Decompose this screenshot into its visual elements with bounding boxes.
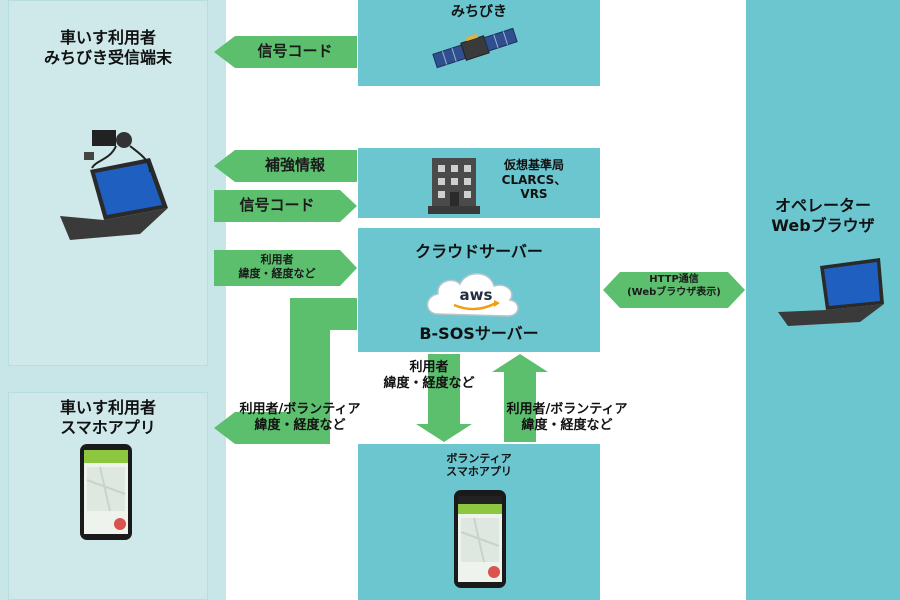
user-volunteer-left-arrow	[214, 298, 357, 444]
user-volunteer-right-line1: 利用者/ボランティア	[506, 402, 628, 417]
building-icon	[428, 158, 480, 214]
user-volunteer-left-line2: 緯度・経度など	[254, 418, 346, 434]
augmentation-info-label: 補強情報	[264, 156, 325, 174]
http-line2: (Webブラウザ表示)	[627, 286, 721, 298]
user-volunteer-left-label: 利用者/ボランティア 緯度・経度など	[212, 402, 388, 435]
michibiki-label: みちびき	[451, 4, 507, 20]
aws-label: aws	[459, 286, 493, 304]
wheelchair-terminal-line1: 車いす利用者	[59, 28, 156, 47]
operator-line1: オペレーター	[774, 196, 871, 215]
reference-station-label: 仮想基準局 CLARCS、 VRS	[478, 158, 590, 202]
reference-station-line1: 仮想基準局	[503, 158, 564, 172]
cloud-server-title: クラウドサーバー	[415, 242, 543, 261]
bsos-server-label: B-SOSサーバー	[419, 324, 539, 343]
reference-station-line3: VRS	[520, 187, 548, 202]
laptop-operator-icon	[778, 258, 884, 326]
wheelchair-app-line1: 車いす利用者	[59, 398, 156, 417]
signal-code-arrow-1	[214, 36, 357, 68]
user-down-label: 利用者 緯度・経度など	[360, 360, 498, 393]
wheelchair-app-line2: スマホアプリ	[60, 417, 156, 437]
signal-code-label-2: 信号コード	[239, 196, 315, 214]
user-volunteer-left-line1: 利用者/ボランティア	[239, 402, 361, 417]
user-latlng-line1: 利用者	[260, 253, 294, 266]
http-label: HTTP通信 (Webブラウザ表示)	[606, 274, 742, 299]
volunteer-app-line2: スマホアプリ	[446, 465, 512, 479]
reference-station-line2: CLARCS、	[501, 172, 567, 187]
aws-cloud-icon	[426, 273, 519, 317]
user-latlng-arrow	[214, 250, 357, 286]
operator-line2: Webブラウザ	[771, 215, 875, 235]
http-double-arrow	[603, 272, 745, 308]
volunteer-phone-icon	[454, 490, 506, 588]
user-volunteer-right-label: 利用者/ボランティア 緯度・経度など	[476, 402, 658, 435]
wheelchair-terminal-title: 車いす利用者 みちびき受信端末	[8, 28, 208, 67]
satellite-icon	[432, 27, 518, 69]
wheelchair-phone-icon	[80, 444, 132, 540]
wheelchair-app-title: 車いす利用者 スマホアプリ	[8, 398, 208, 437]
laptop-terminal-icon	[60, 130, 168, 240]
volunteer-app-line1: ボランティア	[446, 452, 512, 465]
user-latlng-line2: 緯度・経度など	[238, 266, 316, 280]
user-volunteer-right-line2: 緯度・経度など	[521, 418, 613, 434]
user-down-arrow	[416, 354, 472, 442]
user-latlng-label: 利用者 緯度・経度など	[216, 253, 338, 281]
http-line1: HTTP通信	[649, 274, 699, 285]
augmentation-info-arrow	[214, 150, 357, 182]
signal-code-arrow-2	[214, 190, 357, 222]
wheelchair-terminal-line2: みちびき受信端末	[43, 47, 172, 67]
volunteer-app-label: ボランティア スマホアプリ	[358, 452, 600, 479]
signal-code-label-1: 信号コード	[257, 42, 333, 60]
user-down-line2: 緯度・経度など	[383, 376, 475, 392]
user-down-line1: 利用者	[409, 360, 449, 375]
user-volunteer-up-arrow	[492, 354, 548, 442]
operator-label: オペレーター Webブラウザ	[746, 196, 900, 235]
